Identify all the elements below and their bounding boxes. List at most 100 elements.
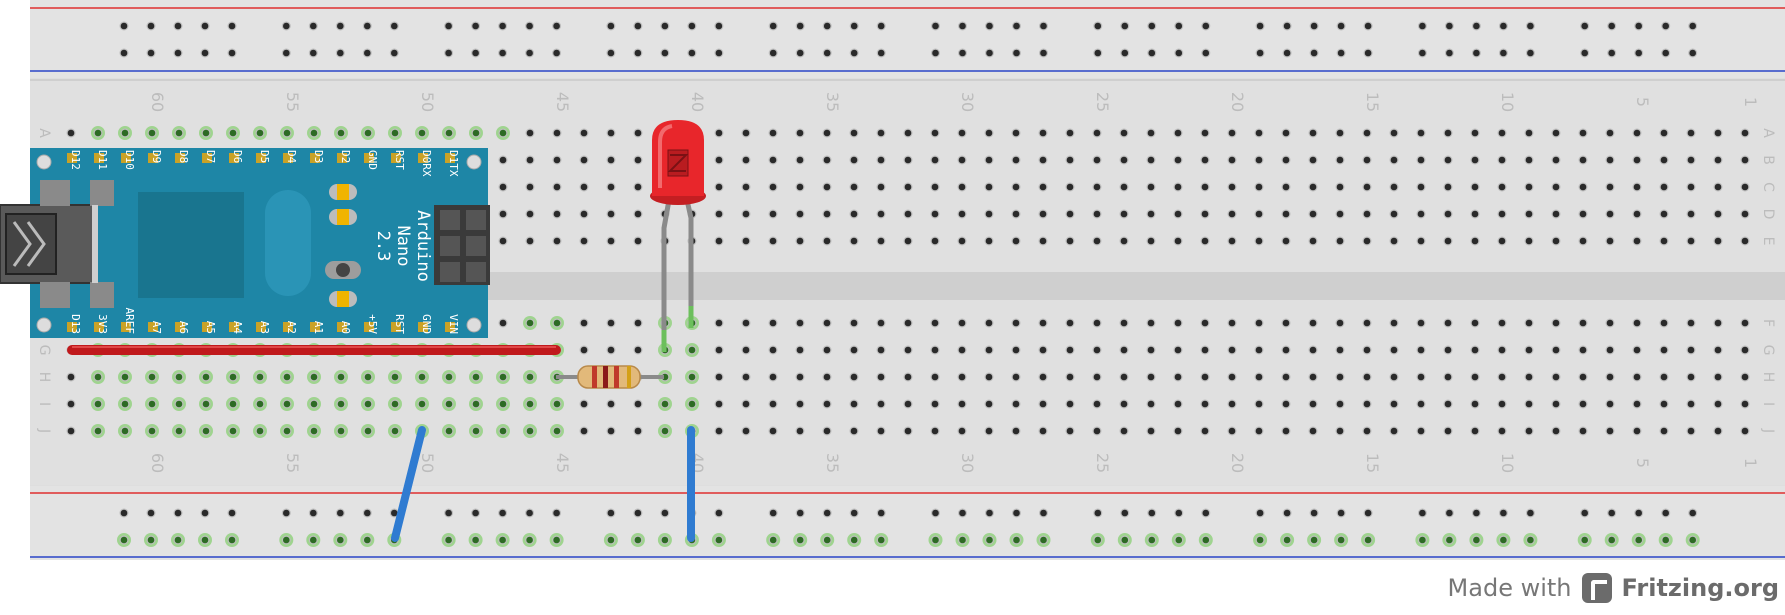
breadboard-hole — [633, 155, 643, 165]
breadboard-hole — [1038, 345, 1048, 355]
breadboard-hole — [768, 345, 778, 355]
breadboard-hole — [903, 128, 913, 138]
led-leg-cathode — [661, 199, 672, 350]
breadboard-hole — [795, 182, 805, 192]
breadboard-hole — [1389, 318, 1399, 328]
rail-hole — [360, 533, 375, 547]
breadboard-diagram: 6060555550504545404035353030252520201515… — [0, 0, 1785, 560]
rail-hole — [1444, 21, 1454, 31]
breadboard-hole — [361, 424, 375, 438]
nano-pin-label-top: D11 — [96, 150, 109, 170]
breadboard-hole — [579, 209, 589, 219]
rail-hole — [471, 21, 481, 31]
pin-header-top — [337, 153, 347, 163]
rail-hole — [931, 21, 940, 31]
column-number-label: 10 — [1498, 92, 1517, 112]
breadboard-hole — [741, 128, 751, 138]
breadboard-hole — [307, 397, 321, 411]
breadboard-hole — [1632, 128, 1642, 138]
rail-hole — [1658, 533, 1673, 547]
breadboard-hole — [1281, 399, 1291, 409]
breadboard-hole — [1308, 399, 1318, 409]
breadboard-hole — [1740, 318, 1750, 328]
breadboard-hole — [469, 126, 483, 140]
breadboard-hole — [1443, 372, 1453, 382]
breadboard-hole — [768, 399, 778, 409]
breadboard-hole — [903, 399, 913, 409]
rail-hole — [498, 508, 508, 518]
breadboard-hole — [525, 155, 535, 165]
breadboard-hole — [633, 318, 643, 328]
breadboard-hole — [1497, 236, 1507, 246]
pin-header-top — [202, 153, 212, 163]
breadboard-hole — [984, 399, 994, 409]
rail-hole — [1253, 533, 1268, 547]
breadboard-hole — [768, 128, 778, 138]
nano-pin-label-top: D3 — [312, 150, 325, 163]
usb-symbol-icon — [12, 221, 46, 267]
rail-hole — [931, 508, 940, 518]
breadboard-hole — [1497, 318, 1507, 328]
bottom-power-rail — [30, 486, 1785, 560]
rail-hole — [227, 48, 237, 58]
breadboard-hole — [1119, 399, 1129, 409]
breadboard-hole — [1443, 209, 1453, 219]
breadboard-hole — [1335, 345, 1345, 355]
breadboard-hole — [1335, 209, 1345, 219]
row-letter-label: E — [1760, 237, 1776, 246]
rail-hole — [1201, 21, 1211, 31]
column-number-label: 40 — [688, 92, 707, 112]
rail-hole — [1282, 21, 1292, 31]
pin-header-top — [121, 153, 131, 163]
breadboard-hole — [1740, 128, 1750, 138]
breadboard-hole — [1632, 155, 1642, 165]
breadboard-hole — [1389, 426, 1399, 436]
breadboard-hole — [199, 126, 213, 140]
breadboard-hole — [1119, 318, 1129, 328]
breadboard-hole — [1254, 128, 1264, 138]
breadboard-hole — [685, 397, 699, 411]
rail-hole — [498, 21, 508, 31]
breadboard-hole — [1713, 318, 1723, 328]
rail-hole — [468, 533, 483, 547]
breadboard-hole — [930, 155, 940, 165]
breadboard-hole — [1659, 345, 1669, 355]
rail-hole — [1471, 21, 1481, 31]
breadboard-hole — [1011, 372, 1021, 382]
breadboard-hole — [714, 236, 724, 246]
breadboard-hole — [849, 399, 859, 409]
breadboard-hole — [633, 182, 643, 192]
breadboard-hole — [1335, 372, 1345, 382]
pin-header-top — [364, 153, 374, 163]
breadboard-hole — [280, 370, 294, 384]
column-number-label: 55 — [283, 453, 302, 473]
breadboard-hole — [1173, 426, 1183, 436]
breadboard-hole — [1659, 372, 1669, 382]
breadboard-hole — [1335, 426, 1345, 436]
breadboard-hole — [822, 182, 832, 192]
breadboard-hole — [1227, 399, 1237, 409]
breadboard-hole — [795, 155, 805, 165]
breadboard-hole — [1254, 372, 1264, 382]
breadboard-hole — [1146, 345, 1156, 355]
breadboard-hole — [1443, 236, 1453, 246]
rail-hole — [146, 48, 156, 58]
breadboard-hole — [1173, 128, 1183, 138]
breadboard-hole — [1173, 155, 1183, 165]
breadboard-hole — [903, 209, 913, 219]
rail-hole — [1282, 48, 1292, 58]
breadboard-hole — [930, 209, 940, 219]
breadboard-hole — [1551, 209, 1561, 219]
rail-hole — [1255, 508, 1265, 518]
breadboard-hole — [1200, 318, 1210, 328]
column-number-label: 10 — [1498, 453, 1517, 473]
rail-hole — [1580, 508, 1590, 518]
breadboard-hole — [876, 128, 886, 138]
breadboard-hole — [334, 126, 348, 140]
pin-header-bottom — [202, 322, 212, 332]
breadboard-hole — [1416, 155, 1426, 165]
breadboard-hole — [1497, 155, 1507, 165]
breadboard-hole — [1200, 236, 1210, 246]
breadboard-hole — [145, 397, 159, 411]
breadboard-hole — [984, 426, 994, 436]
